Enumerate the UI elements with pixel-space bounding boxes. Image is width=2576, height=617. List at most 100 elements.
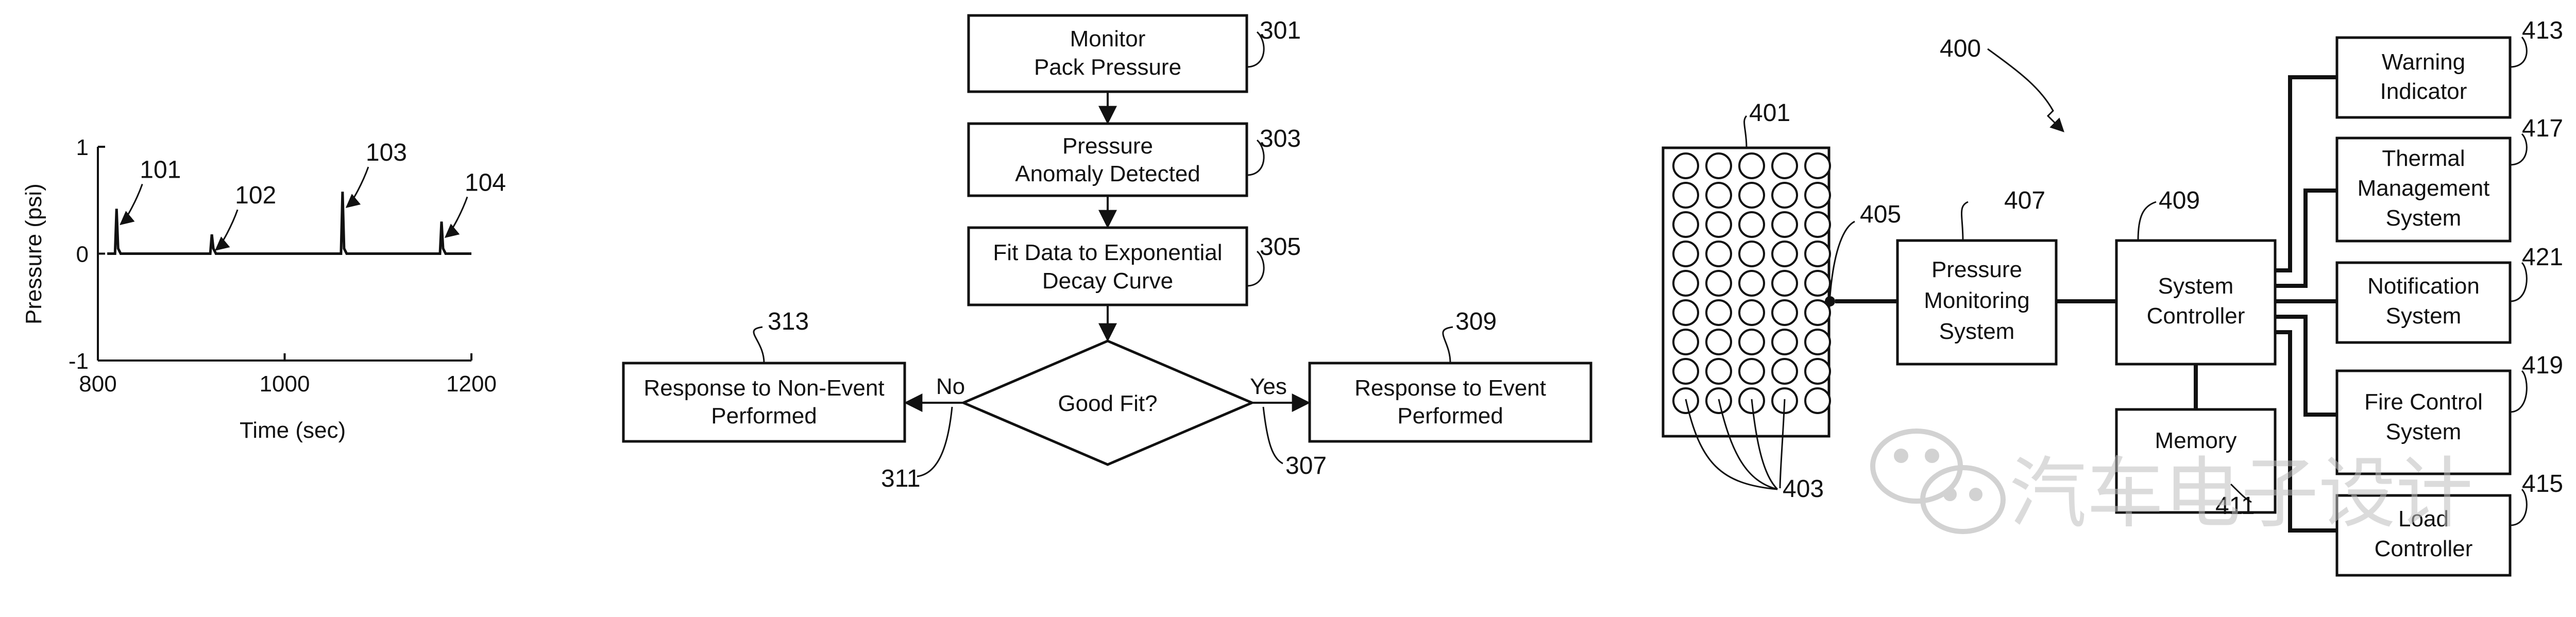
step-305-line1: Fit Data to Exponential [993,240,1222,265]
step-313-line2: Performed [711,403,817,429]
flowchart: Monitor Pack Pressure 301 Pressure Anoma… [622,14,1592,492]
battery-cell [1672,211,1699,238]
spike-label-103: 103 [366,139,407,166]
battery-cell [1738,358,1765,385]
battery-cell [1804,329,1831,355]
system-diagram: 400 401 403 405 Pressure Monitoring Syst… [1662,17,2563,577]
battery-cell [1705,211,1732,238]
notification-line2: System [2386,303,2462,329]
battery-cell [1705,358,1732,385]
battery-cell [1804,387,1831,414]
fire-control-box [2335,369,2512,475]
ref-417: 417 [2522,115,2563,142]
battery-cell [1738,152,1765,179]
ref-405: 405 [1860,201,1901,228]
ref-419: 419 [2522,352,2563,379]
warning-indicator-box [2335,36,2512,119]
battery-cell [1771,270,1798,297]
battery-cell [1804,299,1831,326]
battery-cell [1804,270,1831,297]
ref-309: 309 [1455,308,1497,335]
spike-leader [120,183,143,226]
spike-label-102: 102 [235,182,276,209]
thermal-management-box [2335,136,2512,243]
battery-cell [1771,211,1798,238]
sensor-port [1825,296,1835,306]
pressure-monitoring-box [1896,239,2058,366]
battery-cell [1771,182,1798,209]
ref-409: 409 [2159,187,2200,214]
battery-cell [1804,182,1831,209]
ref-401: 401 [1749,99,1790,127]
thermal-line1: Thermal [2382,146,2465,171]
step-303-line1: Pressure [1062,133,1153,159]
battery-cell [1771,152,1798,179]
load-controller-box [2335,494,2512,577]
system-controller-box [2115,239,2277,366]
step-305-line2: Decay Curve [1042,268,1173,294]
y-tick-label: -1 [69,349,89,374]
x-axis-label: Time (sec) [240,418,346,443]
thermal-line2: Management [2358,176,2490,201]
notification-line1: Notification [2367,273,2480,299]
ref-403: 403 [1783,475,1824,503]
battery-cell [1804,152,1831,179]
battery-cell [1738,241,1765,267]
battery-cell [1705,152,1732,179]
y-tick-label: 1 [76,135,89,160]
step-309-line1: Response to Event [1354,375,1546,401]
battery-cell [1672,329,1699,355]
step-box-313 [622,362,906,443]
ref-411: 411 [2215,492,2255,520]
pms-line3: System [1939,319,2015,344]
ref-311: 311 [881,465,921,492]
spike-label-101: 101 [140,156,181,183]
spike-label-104: 104 [465,169,506,196]
controller-line2: Controller [2147,303,2245,329]
controller-line1: System [2158,273,2234,299]
load-line2: Controller [2375,536,2473,561]
battery-cell [1672,358,1699,385]
battery-cell [1672,182,1699,209]
battery-cell [1705,299,1732,326]
step-301-line1: Monitor [1070,26,1146,52]
spike-leader [215,209,239,251]
ref-407: 407 [2004,187,2045,214]
battery-cell [1771,241,1798,267]
ref-303: 303 [1260,125,1301,152]
warning-line2: Indicator [2380,79,2467,104]
controller-bus [2275,75,2337,533]
pms-line2: Monitoring [1924,288,2029,313]
y-axis-label: Pressure (psi) [21,183,46,324]
decision-diamond [960,339,1256,466]
watermark-text: 汽车电子设计 [2009,449,2473,539]
notification-system-box [2335,261,2512,344]
x-tick-label: 1200 [446,371,497,397]
battery-cell [1738,299,1765,326]
battery-cell [1804,358,1831,385]
step-309-line2: Performed [1397,403,1503,429]
spike-leader [345,166,369,208]
spike-leader [444,196,468,238]
battery-cell [1738,329,1765,355]
pressure-trace [107,192,471,255]
battery-cell [1672,299,1699,326]
x-tick-label: 800 [79,371,116,397]
battery-cell [1672,152,1699,179]
step-301-line2: Pack Pressure [1034,55,1181,80]
decision-yes-label: Yes [1250,374,1287,399]
ref-301: 301 [1260,17,1301,44]
battery-cell [1705,182,1732,209]
decision-text: Good Fit? [1058,391,1157,416]
step-box-301 [967,14,1248,93]
thermal-line3: System [2386,205,2462,231]
battery-cell [1738,182,1765,209]
wechat-logo-icon [1870,429,2006,534]
battery-cell [1672,241,1699,267]
battery-cell [1771,299,1798,326]
ref-400: 400 [1940,35,1981,62]
y-tick-label: 0 [76,242,89,267]
battery-cell [1738,270,1765,297]
fire-line2: System [2386,419,2462,444]
